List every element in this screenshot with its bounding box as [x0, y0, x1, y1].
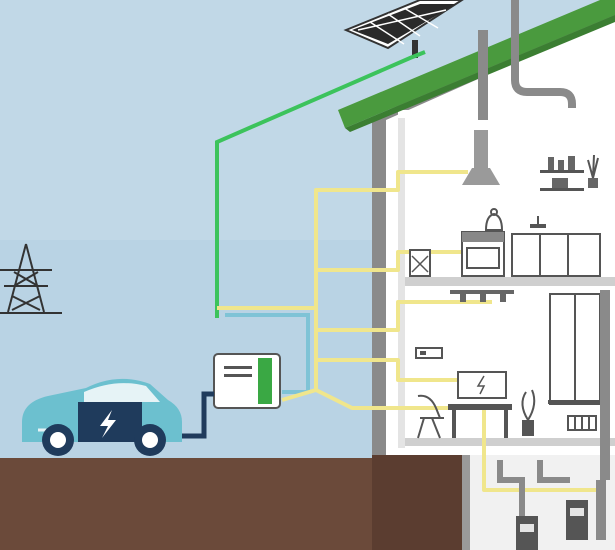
- charging-cable: [182, 391, 214, 439]
- power-pylon-icon: [0, 243, 62, 314]
- radiator-icon: [567, 415, 597, 431]
- solar-power-line: [215, 50, 426, 318]
- attic-interior: [398, 25, 615, 120]
- television-icon: [457, 371, 507, 399]
- floor-living: [405, 438, 615, 446]
- electric-car-icon: [22, 378, 182, 456]
- roof: [338, 0, 615, 128]
- floor-kitchen: [405, 277, 615, 286]
- inner-wall-left: [398, 118, 405, 448]
- wardrobe-icon: [548, 293, 602, 405]
- chair-icon: [417, 394, 444, 439]
- house-wiring: [217, 170, 600, 492]
- riser-pipe: [600, 290, 610, 480]
- grid-power-line: [225, 313, 310, 394]
- stove-icon: [461, 231, 505, 277]
- foundation: [372, 455, 462, 550]
- heat-pump-icon: [497, 460, 606, 550]
- range-hood-icon: [462, 130, 500, 185]
- kettle-icon: [484, 208, 504, 231]
- plant-icon: [587, 154, 599, 188]
- solar-panel-icon: [343, 0, 464, 58]
- plant-icon: [521, 389, 536, 436]
- roof-pipe: [478, 30, 488, 120]
- desk-icon: [448, 404, 512, 438]
- basement-wall: [462, 455, 470, 550]
- ceiling-lamp-icon: [450, 290, 514, 302]
- wall-switch-icon: [415, 347, 443, 359]
- lightning-bolt-icon: [100, 410, 116, 438]
- kitchen-shelf-icon: [540, 156, 584, 191]
- kitchen-bin-icon: [409, 249, 431, 277]
- kitchen-cabinet-icon: [511, 216, 601, 277]
- wallbox-charger-icon: [213, 353, 281, 409]
- gutter-pipe: [511, 0, 576, 108]
